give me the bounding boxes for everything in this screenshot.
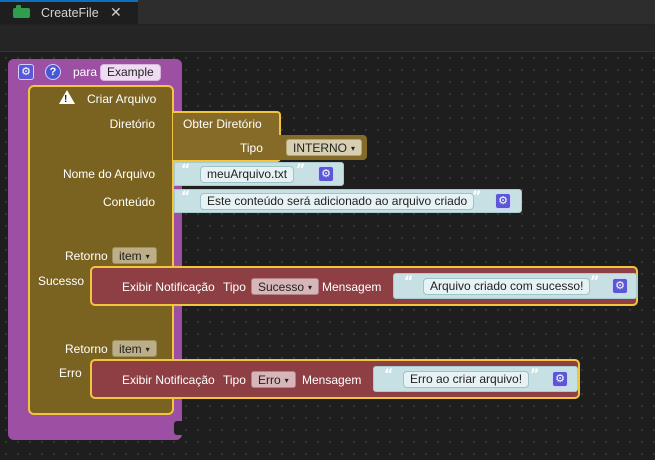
notify-success-label: Exibir Notificação xyxy=(122,280,215,294)
procedure-keyword: para xyxy=(73,65,98,79)
tab-bar: CreateFile ✕ xyxy=(0,0,655,25)
quote-close-icon: ” xyxy=(530,367,540,383)
quote-close-icon: ” xyxy=(472,189,482,205)
quote-open-icon: “ xyxy=(181,162,191,178)
procedure-header[interactable]: ⚙ ? para Example xyxy=(8,59,182,85)
type-label: Tipo xyxy=(240,141,263,155)
create-file-title: Criar Arquivo xyxy=(87,92,157,106)
return-label-1: Retorno xyxy=(65,249,108,263)
help-icon[interactable]: ? xyxy=(45,64,61,80)
error-message-field[interactable]: Erro ao criar arquivo! xyxy=(403,371,530,388)
success-message-field[interactable]: Arquivo criado com sucesso! xyxy=(423,278,591,295)
quote-open-icon: “ xyxy=(404,274,414,290)
close-icon[interactable]: ✕ xyxy=(110,4,122,20)
return-var-dropdown-1[interactable]: item▾ xyxy=(112,247,157,264)
procedure-bottom-notch xyxy=(174,421,182,435)
success-label: Sucesso xyxy=(38,274,85,288)
notify-error-block[interactable] xyxy=(90,359,580,399)
content-field[interactable]: Este conteúdo será adicionado ao arquivo… xyxy=(200,193,475,210)
tab-title: CreateFile xyxy=(41,6,99,20)
gear-icon[interactable]: ⚙ xyxy=(318,166,334,182)
notify-success-block[interactable] xyxy=(90,266,638,306)
notify-success-message-label: Mensagem xyxy=(322,280,382,294)
notify-success-type-dropdown[interactable]: Sucesso▾ xyxy=(251,278,320,295)
dropdown-arrow-icon: ▾ xyxy=(308,282,313,292)
dropdown-arrow-icon: ▾ xyxy=(351,143,356,153)
dropdown-arrow-icon: ▾ xyxy=(284,375,289,385)
content-label: Conteúdo xyxy=(102,195,155,209)
get-directory-title: Obter Diretório xyxy=(183,117,262,131)
quote-open-icon: “ xyxy=(384,367,394,383)
blocks-workspace[interactable]: ⚙ ? para Example ! Criar Arquivo Diretór… xyxy=(0,52,655,460)
gear-icon[interactable]: ⚙ xyxy=(552,371,568,387)
type-dropdown[interactable]: INTERNO▾ xyxy=(286,139,363,156)
dropdown-arrow-icon: ▾ xyxy=(145,344,150,354)
quote-close-icon: ” xyxy=(296,162,306,178)
warning-mark: ! xyxy=(64,94,68,105)
notify-error-message-label: Mensagem xyxy=(302,373,362,387)
notify-success-type-label: Tipo xyxy=(223,280,246,294)
quote-close-icon: ” xyxy=(590,274,600,290)
file-name-label: Nome do Arquivo xyxy=(62,167,155,181)
gear-icon[interactable]: ⚙ xyxy=(18,64,34,80)
warning-icon[interactable] xyxy=(59,90,75,104)
tab-createfile[interactable]: CreateFile ✕ xyxy=(0,0,138,24)
folder-icon xyxy=(13,5,30,18)
notify-error-type-dropdown[interactable]: Erro▾ xyxy=(251,371,296,388)
dir-label: Diretório xyxy=(109,117,155,131)
return-var-dropdown-2[interactable]: item▾ xyxy=(112,340,157,357)
dropdown-arrow-icon: ▾ xyxy=(145,251,150,261)
return-label-2: Retorno xyxy=(65,342,108,356)
notify-error-label: Exibir Notificação xyxy=(122,373,215,387)
quote-open-icon: “ xyxy=(181,189,191,205)
gear-icon[interactable]: ⚙ xyxy=(612,278,628,294)
error-label: Erro xyxy=(59,366,82,380)
notify-error-type-label: Tipo xyxy=(223,373,246,387)
gear-icon[interactable]: ⚙ xyxy=(495,193,511,209)
toolbar xyxy=(0,25,655,52)
file-name-field[interactable]: meuArquivo.txt xyxy=(200,166,295,183)
procedure-name-field[interactable]: Example xyxy=(100,64,161,81)
